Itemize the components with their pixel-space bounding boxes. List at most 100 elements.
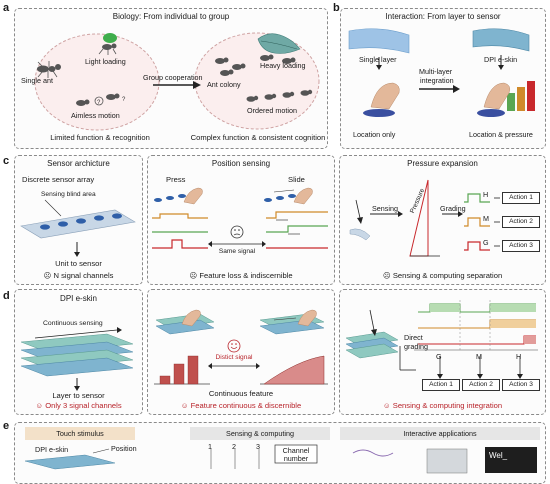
e-number: number: [283, 454, 309, 463]
ant-heavy-load-icon: [257, 33, 301, 54]
smile-face-icon: ☺: [180, 401, 191, 410]
c-sensor-subtitle: Discrete sensor array: [22, 175, 95, 184]
panel-c-position: Position sensing Press Slide Same signal…: [147, 155, 335, 285]
panel-c-sensor: Sensor archicture Discrete sensor array …: [14, 155, 143, 285]
c-press: Press: [166, 175, 186, 184]
e-position: Position: [111, 444, 137, 453]
c-position-title: Position sensing: [211, 159, 271, 168]
panel-b-label: b: [333, 2, 340, 14]
panel-c-pressure: Pressure expansion Sensing Pressure Grad…: [339, 155, 546, 285]
d-direct: Direct: [404, 333, 423, 342]
panel-b-title: Interaction: From layer to sensor: [385, 12, 501, 21]
label-group-coop: Group cooperation: [143, 73, 203, 82]
position-signal-art: [152, 187, 328, 249]
d-channels: ☺ Only 3 signal channels: [35, 401, 122, 410]
label-loc-pressure: Location & pressure: [469, 130, 533, 139]
sad-face-icon: ☹: [43, 271, 54, 280]
dpi-stack-art: [20, 327, 134, 391]
ant-ordered-icon: [246, 89, 313, 102]
d-level-0: G: [436, 352, 442, 361]
e-screen: Wel_: [489, 451, 508, 460]
footer-complex: Complex function & consistent cognition: [190, 133, 326, 142]
footer-limited: Limited function & recognition: [50, 133, 150, 142]
label-heavy-loading: Heavy loading: [260, 61, 306, 70]
d-action-1: Action 1: [422, 379, 460, 391]
c-slide: Slide: [288, 175, 305, 184]
c-pressure-title: Pressure expansion: [407, 159, 478, 168]
panel-a-title: Biology: From individual to group: [112, 12, 230, 21]
label-single-layer: Single layer: [359, 55, 397, 64]
d-continuous: Continuous sensing: [43, 320, 103, 327]
svg-text:?: ?: [97, 100, 101, 106]
c-action-3: Action 3: [502, 240, 540, 252]
label-location-only: Location only: [353, 130, 396, 139]
c-sensing: Sensing: [372, 204, 398, 213]
panel-d-sensor: DPI e-skin Continuous sensing Layer to s…: [14, 289, 143, 415]
c-grading: Grading: [440, 204, 466, 213]
c-position-footer: ☹ Feature loss & indiscernible: [189, 271, 293, 280]
label-single-ant: Single ant: [21, 76, 53, 85]
label-aimless-motion: Aimless motion: [71, 111, 120, 120]
d-grading: grading: [404, 342, 428, 351]
smile-face-icon: ☺: [35, 401, 46, 410]
label-multi-layer: Multi-layer: [419, 67, 453, 76]
panel-e: Touch stimulus Sensing & computing Inter…: [14, 422, 546, 484]
panel-a-art: ? ?: [34, 32, 320, 131]
c-level-2: G: [483, 238, 489, 247]
c-pressure-footer: ☹ Sensing & computing separation: [382, 271, 503, 280]
d-feature: Continuous feature: [208, 389, 274, 398]
sad-face-icon: ☹: [189, 271, 200, 280]
svg-text:?: ?: [122, 97, 126, 103]
c-action-1: Action 1: [502, 192, 540, 204]
pressure-grading-art: [349, 179, 500, 257]
e-sensing-title-bg: [190, 427, 330, 440]
c-sensor-title: Sensor archicture: [47, 159, 110, 168]
discrete-array-art: [20, 199, 136, 257]
panel-b-art: [348, 28, 535, 117]
smile-face-icon: ☺: [382, 401, 393, 410]
panel-a: Biology: From individual to group ? ?: [14, 8, 328, 149]
c-unit-to-sensor: Unit to sensor: [55, 259, 102, 268]
e-channel: Channel: [282, 446, 310, 455]
c-blind-area: Sensing blind area: [41, 191, 96, 198]
e-sensing: Sensing & computing: [226, 429, 294, 438]
panel-e-art: [24, 444, 537, 474]
d-level-1: M: [476, 352, 482, 361]
ant-colony-icon: [215, 54, 296, 76]
d-layer-to-sensor: Layer to sensor: [52, 391, 105, 400]
panel-a-label: a: [3, 2, 10, 14]
d-pressure-footer: ☺ Sensing & computing integration: [382, 401, 503, 410]
c-same-signal: Same signal: [218, 248, 256, 255]
panel-c-label: c: [3, 155, 10, 167]
panel-d-label: d: [3, 290, 10, 302]
label-integration: integration: [420, 76, 454, 85]
d-sensor-title: DPI e-skin: [60, 294, 97, 303]
label-ordered-motion: Ordered motion: [247, 106, 297, 115]
d-distinct: Distict signal: [215, 354, 253, 361]
e-num-3: 3: [256, 442, 260, 451]
c-channels: ☹ N signal channels: [43, 271, 114, 280]
d-action-3: Action 3: [502, 379, 540, 391]
ant-aimless-icon: [76, 93, 120, 106]
sad-face-icon: ☹: [382, 271, 393, 280]
e-interactive: Interactive applications: [403, 429, 477, 438]
panel-b: Interaction: From layer to sensor Single…: [340, 8, 546, 149]
c-action-2: Action 2: [502, 216, 540, 228]
panel-d-position: Distict signal Continuous feature ☺ Feat…: [147, 289, 335, 415]
panel-e-label: e: [3, 420, 10, 432]
c-level-1: M: [483, 214, 489, 223]
e-touch-title-bg: [25, 427, 135, 440]
d-position-footer: ☺ Feature continuous & discernible: [180, 401, 302, 410]
label-ant-colony: Ant colony: [207, 80, 241, 89]
ant-icon: [37, 61, 61, 78]
label-dpi-eskin-b: DPI e-skin: [484, 55, 518, 64]
e-num-1: 1: [208, 442, 212, 451]
e-dpi: DPI e-skin: [35, 445, 69, 454]
e-interactive-title-bg: [340, 427, 540, 440]
c-level-0: H: [483, 190, 489, 199]
continuous-feature-art: [154, 309, 328, 385]
d-action-2: Action 2: [462, 379, 500, 391]
e-touch: Touch stimulus: [56, 429, 104, 438]
e-num-2: 2: [232, 442, 236, 451]
direct-grading-art: [345, 300, 538, 379]
